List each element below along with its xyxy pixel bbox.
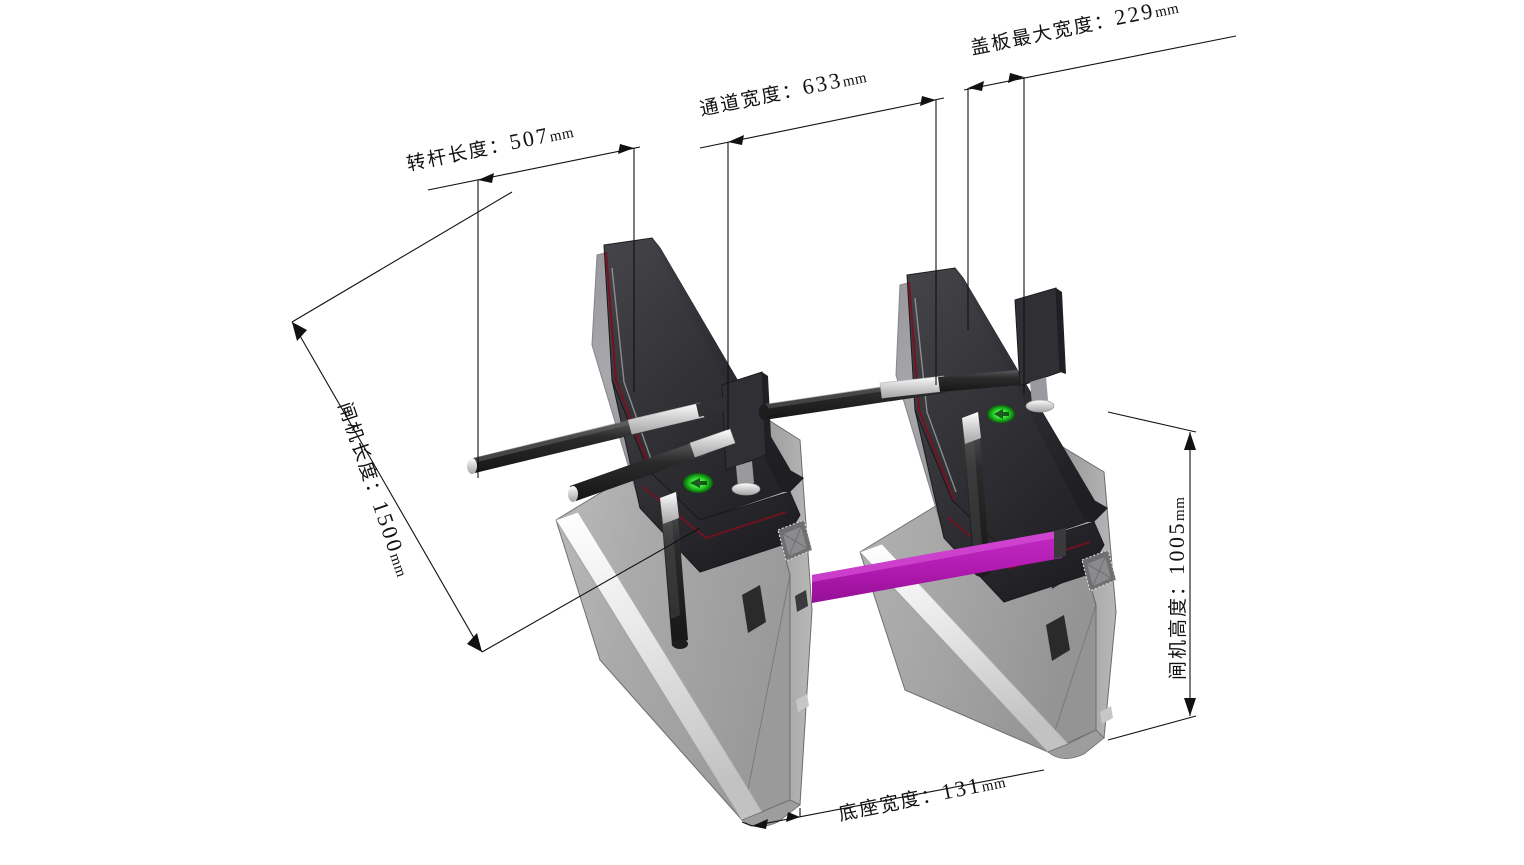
green-arrow-indicator [683, 473, 713, 493]
dim-channel-width [699, 96, 945, 430]
swing-arm [759, 370, 1020, 420]
swing-arm [467, 397, 729, 474]
green-arrow-indicator [987, 405, 1015, 423]
channel-width-highlight-band [812, 528, 1066, 603]
swing-arm [568, 428, 736, 502]
card-reader-panel[interactable] [777, 519, 813, 562]
swing-arm [660, 492, 688, 649]
dim-gate-height [1107, 411, 1197, 741]
left-gate-cabinet [467, 237, 813, 827]
right-gate-cabinet [759, 267, 1117, 759]
arm-pivot-post [1014, 287, 1066, 413]
card-reader-panel[interactable] [1081, 549, 1117, 592]
dimension-lines [291, 35, 1237, 829]
dim-gate-length [291, 191, 701, 653]
dim-base-width [741, 769, 1045, 829]
dim-arm-length [427, 144, 641, 478]
dim-cover-width [963, 35, 1237, 395]
